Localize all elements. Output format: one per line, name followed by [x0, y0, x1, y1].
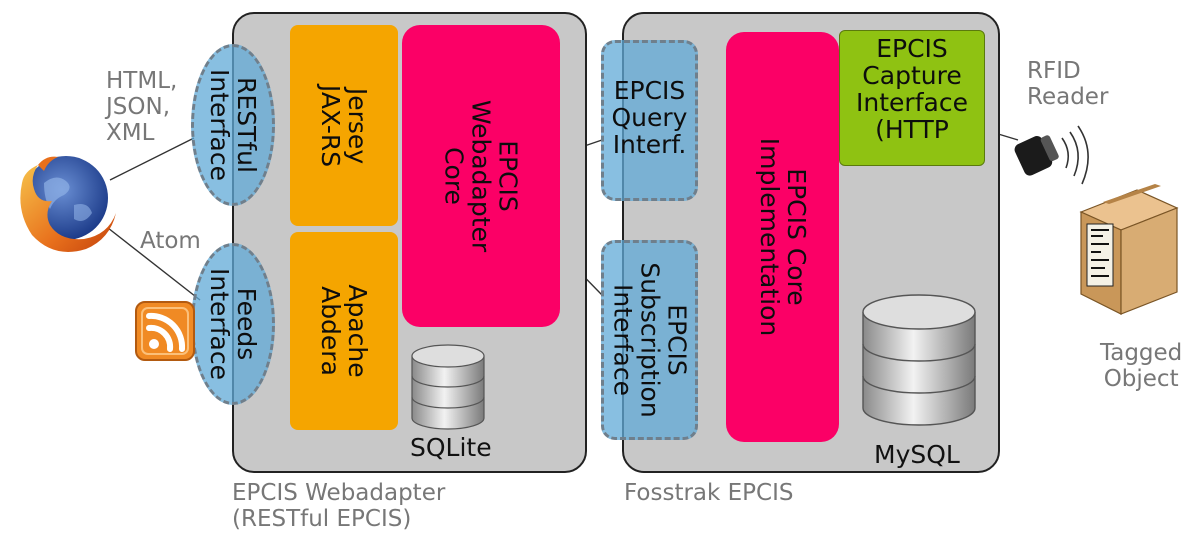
tagged-line-2: Object — [1103, 366, 1179, 392]
format-html: HTML, — [106, 68, 178, 94]
subscription-line-3: Interface — [608, 284, 637, 396]
capture-line-4: (HTTP — [875, 115, 949, 144]
link-browser-restful — [109, 137, 195, 181]
webadapter-caption: EPCIS Webadapter (RESTful EPCIS) — [232, 480, 445, 532]
feeds-line-2: Interface — [205, 268, 234, 380]
sqlite-label: SQLite — [410, 433, 492, 462]
rfid-line-2: Reader — [1027, 84, 1109, 110]
format-json: JSON, — [106, 94, 171, 120]
formats-label: HTML, JSON, XML — [106, 68, 177, 146]
webcore-line-2: Webadapter — [466, 99, 496, 253]
mysql-database-icon — [862, 294, 976, 426]
feeds-line-1: Feeds — [232, 287, 261, 361]
webcore-line-1: EPCIS — [493, 140, 523, 212]
rfid-reader-icon — [1014, 125, 1089, 185]
core-line-2: Implementation — [754, 137, 784, 337]
capture-line-1: EPCIS — [876, 34, 948, 63]
atom-label: Atom — [140, 228, 201, 254]
capture-line-2: Capture — [862, 61, 962, 90]
query-line-1: EPCIS — [613, 76, 686, 105]
restful-line-1: RESTful — [232, 77, 261, 173]
query-interface: EPCIS Query Interf. — [601, 40, 698, 201]
subscription-line-2: Subscription — [635, 262, 664, 418]
rss-feed-icon — [135, 301, 195, 361]
core-line-1: EPCIS Core — [781, 168, 811, 306]
tagged-line-1: Tagged — [1100, 340, 1183, 366]
jersey-line-1: Jersey — [343, 87, 372, 164]
link-browser-feeds — [107, 227, 201, 301]
query-line-3: Interf. — [612, 130, 687, 159]
abdera-line-2: Abdera — [316, 286, 345, 376]
subscription-line-1: EPCIS — [662, 304, 691, 376]
mysql-label: MySQL — [874, 440, 960, 469]
tagged-object-label: Tagged Object — [1100, 340, 1182, 392]
rfid-line-1: RFID — [1027, 58, 1081, 84]
webadapter-caption-line-2: (RESTful EPCIS) — [232, 506, 412, 532]
restful-line-2: Interface — [205, 69, 234, 181]
webadapter-caption-line-1: EPCIS Webadapter — [232, 480, 446, 506]
rfid-reader-label: RFID Reader — [1027, 58, 1108, 110]
query-line-2: Query — [611, 103, 688, 132]
abdera-line-1: Apache — [343, 284, 372, 378]
fosstrak-caption: Fosstrak EPCIS — [624, 480, 794, 506]
tagged-box-icon — [1079, 184, 1179, 315]
format-xml: XML — [106, 120, 155, 146]
capture-line-3: Interface — [856, 88, 968, 117]
jersey-line-2: JAX-RS — [316, 84, 345, 167]
capture-interface-box: EPCIS Capture Interface (HTTP — [839, 30, 985, 166]
firefox-icon — [20, 156, 117, 252]
webcore-line-3: Core — [439, 147, 469, 205]
sqlite-database-icon — [411, 344, 485, 430]
